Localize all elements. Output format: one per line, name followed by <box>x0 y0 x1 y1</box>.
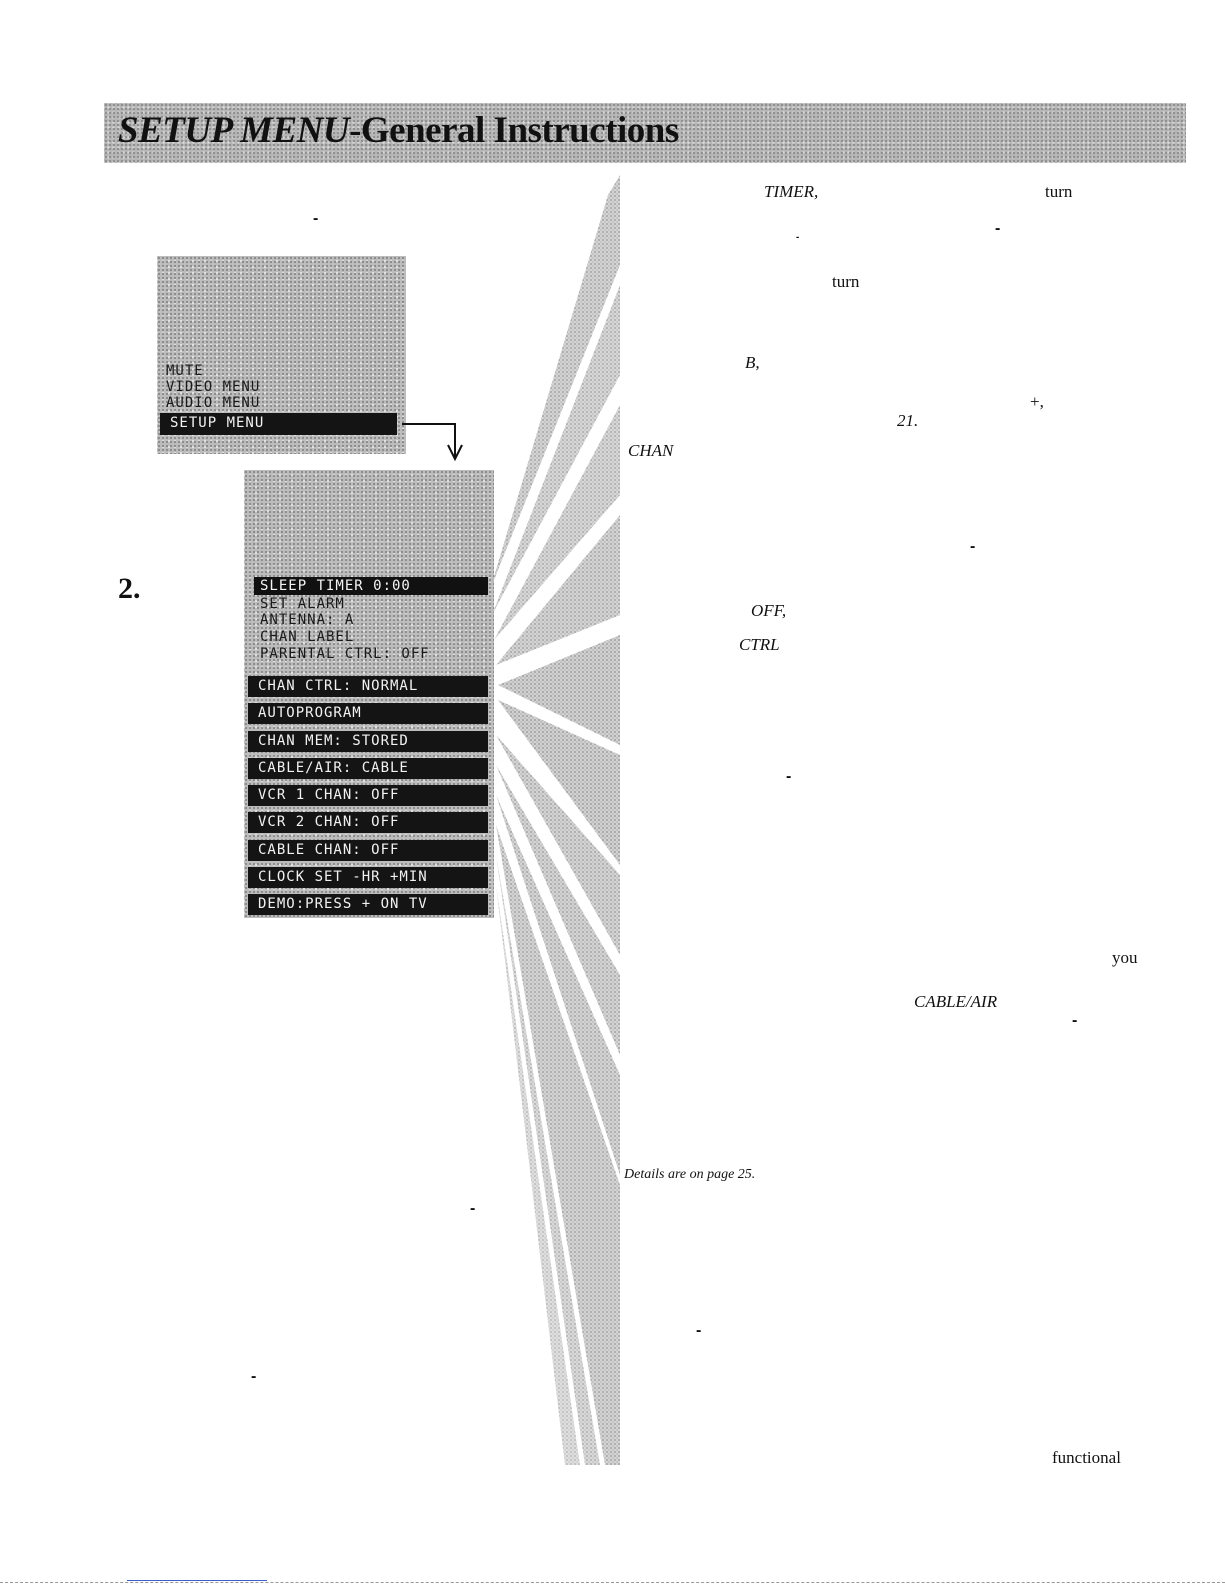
setup-menu-item: PARENTAL CTRL: OFF <box>260 646 430 662</box>
text-off: OFF, <box>751 601 787 620</box>
page-title-italic: SETUP MENU <box>118 110 350 151</box>
setup-menu-item: SET ALARM <box>260 596 345 612</box>
dash-mark: - <box>970 538 976 555</box>
text-chan: CHAN <box>628 441 674 460</box>
dash-mark: - <box>696 1322 702 1339</box>
link-underline <box>127 1580 267 1581</box>
dash-mark: - <box>251 1368 257 1385</box>
setup-menu-bar: CABLE/AIR: CABLE <box>248 758 488 779</box>
page-title-rest: -General Instructions <box>349 110 679 151</box>
dash-mark: - <box>1072 1012 1078 1029</box>
setup-menu-bar: DEMO:PRESS + ON TV <box>248 894 488 915</box>
setup-menu-bar: CHAN CTRL: NORMAL <box>248 676 488 697</box>
dash-mark: - <box>786 768 792 785</box>
dash-mark: - <box>995 220 1001 237</box>
header-banner <box>104 103 1186 163</box>
text-ctrl: CTRL <box>739 635 780 654</box>
text-turn: turn <box>1045 182 1073 201</box>
text-cableair: CABLE/AIR <box>914 992 998 1011</box>
dash-mark: - <box>796 232 800 243</box>
setup-menu-bar: CHAN MEM: STORED <box>248 731 488 752</box>
text-turn: turn <box>832 272 860 291</box>
text-plus: +, <box>1030 392 1044 411</box>
setup-menu-bar: VCR 1 CHAN: OFF <box>248 785 488 806</box>
dash-mark: - <box>470 1200 476 1217</box>
setup-menu-item: ANTENNA: A <box>260 612 355 628</box>
main-menu-item: MUTE <box>166 363 204 379</box>
main-menu-item: AUDIO MENU <box>166 395 261 411</box>
setup-menu-bar: CABLE CHAN: OFF <box>248 840 488 861</box>
main-menu-selected: SETUP MENU <box>160 413 397 435</box>
arrow-down-icon <box>402 423 463 462</box>
setup-menu-bar: AUTOPROGRAM <box>248 703 488 724</box>
text-page21: 21. <box>897 411 919 430</box>
text-b: B, <box>745 353 760 372</box>
dash-mark: - <box>313 210 319 227</box>
main-menu-item: VIDEO MENU <box>166 379 261 395</box>
page-bottom-rule <box>0 1582 1225 1584</box>
setup-menu-item: CHAN LABEL <box>260 629 355 645</box>
text-details: Details are on page 25. <box>624 1167 756 1182</box>
callout-fan <box>490 175 620 1465</box>
page-title: SETUP MENU-General Instructions <box>118 103 679 159</box>
step-number: 2. <box>118 572 141 605</box>
text-timer: TIMER, <box>764 182 819 201</box>
text-functional: functional <box>1052 1448 1121 1467</box>
setup-menu-bar: VCR 2 CHAN: OFF <box>248 812 488 833</box>
setup-menu-item: SLEEP TIMER 0:00 <box>254 577 488 595</box>
text-you: you <box>1112 948 1138 967</box>
setup-menu-bar: CLOCK SET -HR +MIN <box>248 867 488 888</box>
